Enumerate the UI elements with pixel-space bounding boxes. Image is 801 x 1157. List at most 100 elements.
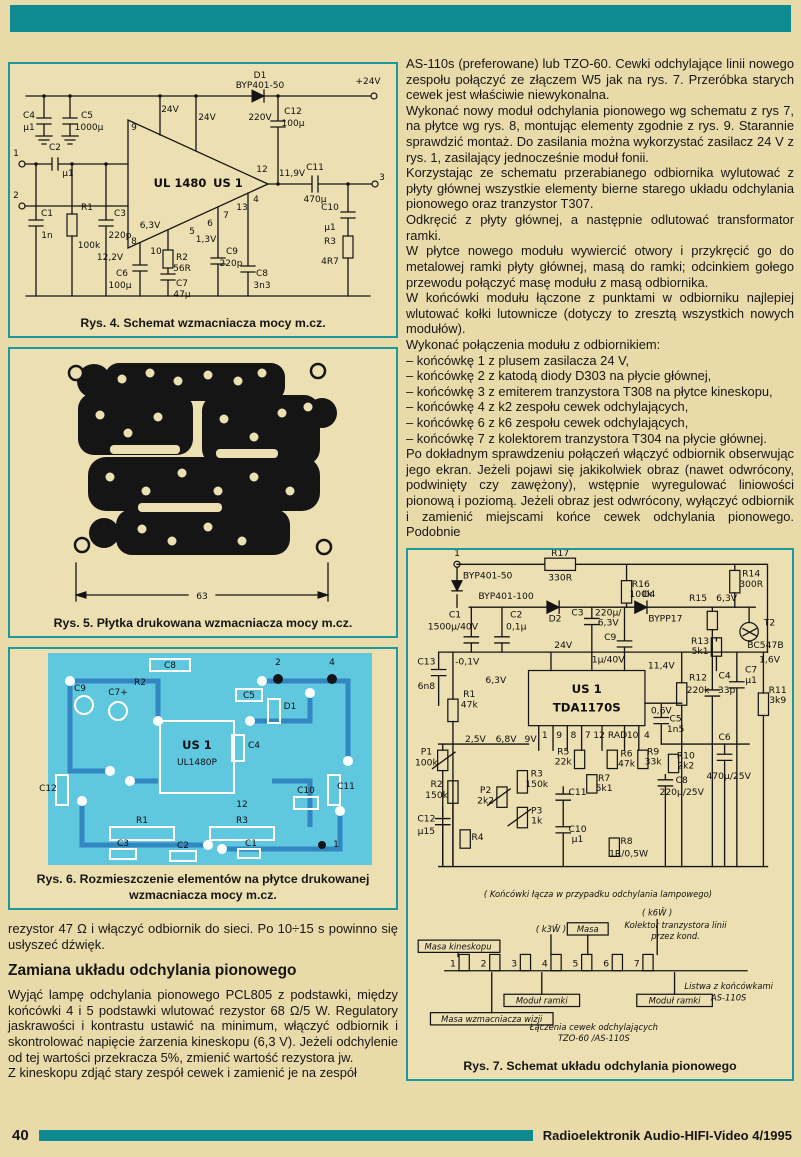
paragraph: – końcówkę 3 z emiterem tranzystora T308…: [406, 383, 773, 399]
footer-bar: [38, 1130, 533, 1141]
schematic-label: C4: [248, 741, 260, 751]
schematic-label: 7: [585, 730, 591, 741]
schematic-label: 100k: [78, 241, 101, 251]
fig5-pcb: 63: [67, 362, 337, 602]
schematic-label: 0,1μ: [506, 622, 527, 633]
schematic-label: C4: [23, 111, 35, 121]
schematic-label: C11: [337, 782, 355, 792]
schematic-label: 12: [256, 165, 267, 175]
schematic-label: μ15: [418, 826, 436, 837]
schematic-label: 13: [236, 203, 247, 213]
schematic-label: 4R7: [321, 257, 339, 267]
schematic-label: 8: [571, 730, 577, 741]
schematic-label: 6: [603, 959, 609, 970]
section-heading: Zamiana układu odchylania pionowego: [8, 962, 297, 980]
schematic-label: ( k6W̄ ): [642, 907, 672, 918]
paragraph: W płytce nowego modułu wywiercić otwory …: [406, 243, 794, 290]
schematic-label: 7: [634, 959, 640, 970]
paragraph: Wykonać nowy moduł odchylania pionowego …: [406, 102, 794, 165]
schematic-label: BYP401-100: [478, 591, 533, 602]
schematic-label: Moduł ramki: [649, 995, 702, 1005]
component-outlines: [55, 658, 341, 862]
schematic-label: US 1: [213, 176, 243, 190]
schematic-label: 3n3: [253, 281, 270, 291]
schematic-label: μ1: [572, 834, 584, 845]
schematic-label: P2: [480, 785, 491, 796]
schematic-label: US 1: [572, 682, 602, 696]
schematic-label: TDA1170S: [553, 700, 621, 714]
schematic-label: D1: [254, 71, 267, 81]
schematic-label: 6,8V: [496, 734, 518, 745]
schematic-label: R2: [134, 678, 146, 688]
fig7-notes: ( Końcówki łącza w przypadku odchylania …: [425, 889, 774, 1043]
schematic-label: 2: [275, 658, 281, 668]
schematic-label: 9: [131, 123, 137, 133]
schematic-label: C8: [164, 661, 176, 671]
paragraph: Wyjąć lampę odchylania pionowego PCL805 …: [8, 987, 398, 1065]
schematic-label: 9: [556, 730, 562, 741]
schematic-label: 6,3V: [140, 221, 161, 231]
schematic-label: R1: [81, 203, 93, 213]
schematic-label: C10: [297, 786, 315, 796]
schematic-label: μ1: [62, 169, 73, 179]
schematic-label: 100μ: [109, 281, 132, 291]
schematic-label: R3: [531, 769, 543, 780]
schematic-label: 100μ: [282, 119, 305, 129]
fig6-caption-line1: Rys. 6. Rozmieszczenie elementów na płyt…: [36, 872, 370, 887]
schematic-label: R11: [769, 685, 787, 696]
schematic-label: C1: [41, 209, 53, 219]
schematic-label: 33p: [718, 685, 736, 696]
schematic-label: 47k: [618, 758, 636, 769]
schematic-label: Moduł ramki: [516, 995, 569, 1005]
schematic-label: 220V: [248, 113, 272, 123]
fig7-caption: Rys. 7. Schemat układu odchylania pionow…: [463, 1058, 737, 1073]
top-banner: [10, 5, 791, 32]
schematic-label: 6n8: [418, 681, 436, 692]
schematic-label: 1: [13, 149, 19, 159]
schematic-label: 470μ: [304, 195, 327, 205]
schematic-label: R17: [551, 550, 569, 559]
schematic-label: US 1: [182, 738, 212, 752]
schematic-label: 47k: [461, 699, 479, 710]
schematic-label: C7: [176, 279, 188, 289]
right-column: AS-110s (preferowane) lub TZO-60. Cewki …: [406, 56, 794, 1081]
schematic-label: UL1480P: [177, 758, 218, 768]
paragraph: Z kineskopu zdjąć stary zespół cewek i z…: [8, 1065, 357, 1081]
schematic-label: 2: [13, 191, 19, 201]
schematic-label: 5k1: [692, 646, 709, 657]
schematic-label: 1000μ: [75, 123, 104, 133]
schematic-label: 24V: [161, 105, 179, 115]
schematic-label: C10: [321, 203, 339, 213]
schematic-label: BYP401-50: [463, 570, 513, 581]
schematic-label: 24V: [554, 640, 573, 651]
schematic-label: D2: [549, 613, 562, 624]
fig4-caption: Rys. 4. Schemat wzmacniacza mocy m.cz.: [80, 315, 326, 330]
schematic-label: C3: [117, 839, 129, 849]
schematic-label: R1: [463, 689, 475, 700]
schematic-label: 1: [542, 730, 548, 741]
schematic-label: C5: [669, 713, 681, 724]
fig7-wires: [430, 557, 770, 868]
page-number: 40: [12, 1127, 29, 1144]
schematic-label: 100k: [415, 757, 439, 768]
fig5-labels: 63: [196, 592, 207, 602]
schematic-label: R13: [691, 636, 709, 647]
pcb-copper: [77, 363, 337, 555]
schematic-label: R5: [557, 746, 569, 757]
schematic-label: C9: [74, 684, 86, 694]
figure-5: 63 Rys. 5. Płytka drukowana wzmacniacza …: [8, 347, 398, 638]
schematic-label: 1n: [41, 231, 52, 241]
schematic-label: C3: [571, 607, 583, 618]
schematic-label: 220p: [220, 259, 243, 269]
schematic-label: 1500μ/40V: [428, 622, 479, 633]
schematic-label: P1: [421, 746, 432, 757]
schematic-label: 1,6V: [759, 654, 781, 665]
schematic-label: Kolektor tranzystora linii: [625, 920, 728, 930]
schematic-label: μ1: [324, 223, 335, 233]
schematic-label: D4: [643, 589, 656, 600]
schematic-label: 12 RAD: [593, 730, 627, 741]
